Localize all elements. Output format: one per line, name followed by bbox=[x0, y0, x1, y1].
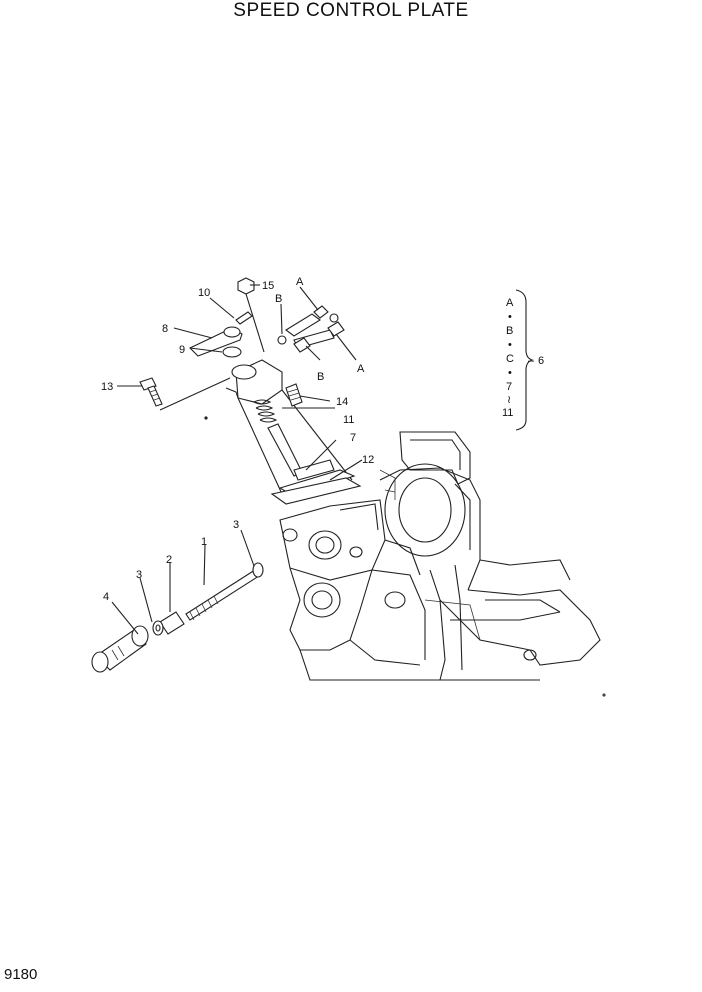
speed-control-assembly bbox=[91, 277, 362, 673]
page-title: SPEED CONTROL PLATE bbox=[233, 0, 469, 21]
ref-b-bottom: B bbox=[317, 371, 324, 383]
kit-item: 11 bbox=[502, 407, 513, 419]
engine-block bbox=[279, 431, 606, 697]
callout-15: 15 bbox=[262, 280, 274, 292]
ref-a-top: A bbox=[296, 276, 304, 288]
kit-item: ≀ bbox=[507, 394, 511, 406]
kit-item: • bbox=[508, 339, 512, 351]
kit-item: • bbox=[508, 311, 512, 323]
kit-item: 7 bbox=[506, 381, 512, 393]
kit-item: A bbox=[506, 297, 514, 309]
kit-item: C bbox=[506, 353, 514, 365]
callout-1: 1 bbox=[201, 536, 207, 548]
kit-item: • bbox=[508, 367, 512, 379]
kit-item: B bbox=[506, 325, 513, 337]
callout-8: 8 bbox=[162, 323, 168, 335]
callout-11: 11 bbox=[343, 414, 354, 426]
callout-3-left: 3 bbox=[136, 569, 142, 581]
page-code: 9180 bbox=[4, 966, 38, 983]
callout-14: 14 bbox=[336, 396, 348, 408]
callout-9: 9 bbox=[179, 344, 185, 356]
callout-6: 6 bbox=[538, 355, 544, 367]
callouts: 1 2 3 3 4 7 8 9 10 11 12 13 14 15 A A B … bbox=[101, 276, 374, 603]
kit-list-6: A • B • C • 7 ≀ 11 – 6 bbox=[502, 297, 544, 419]
ref-a-bottom: A bbox=[357, 363, 365, 375]
ref-b-top: B bbox=[275, 293, 282, 305]
callout-12: 12 bbox=[362, 454, 374, 466]
callout-3-right: 3 bbox=[233, 519, 239, 531]
callout-13: 13 bbox=[101, 381, 113, 393]
callout-10: 10 bbox=[198, 287, 210, 299]
callout-7: 7 bbox=[350, 432, 356, 444]
callout-2: 2 bbox=[166, 554, 172, 566]
leader-lines bbox=[111, 284, 534, 635]
callout-4: 4 bbox=[103, 591, 109, 603]
kit-separator: – bbox=[528, 355, 535, 367]
